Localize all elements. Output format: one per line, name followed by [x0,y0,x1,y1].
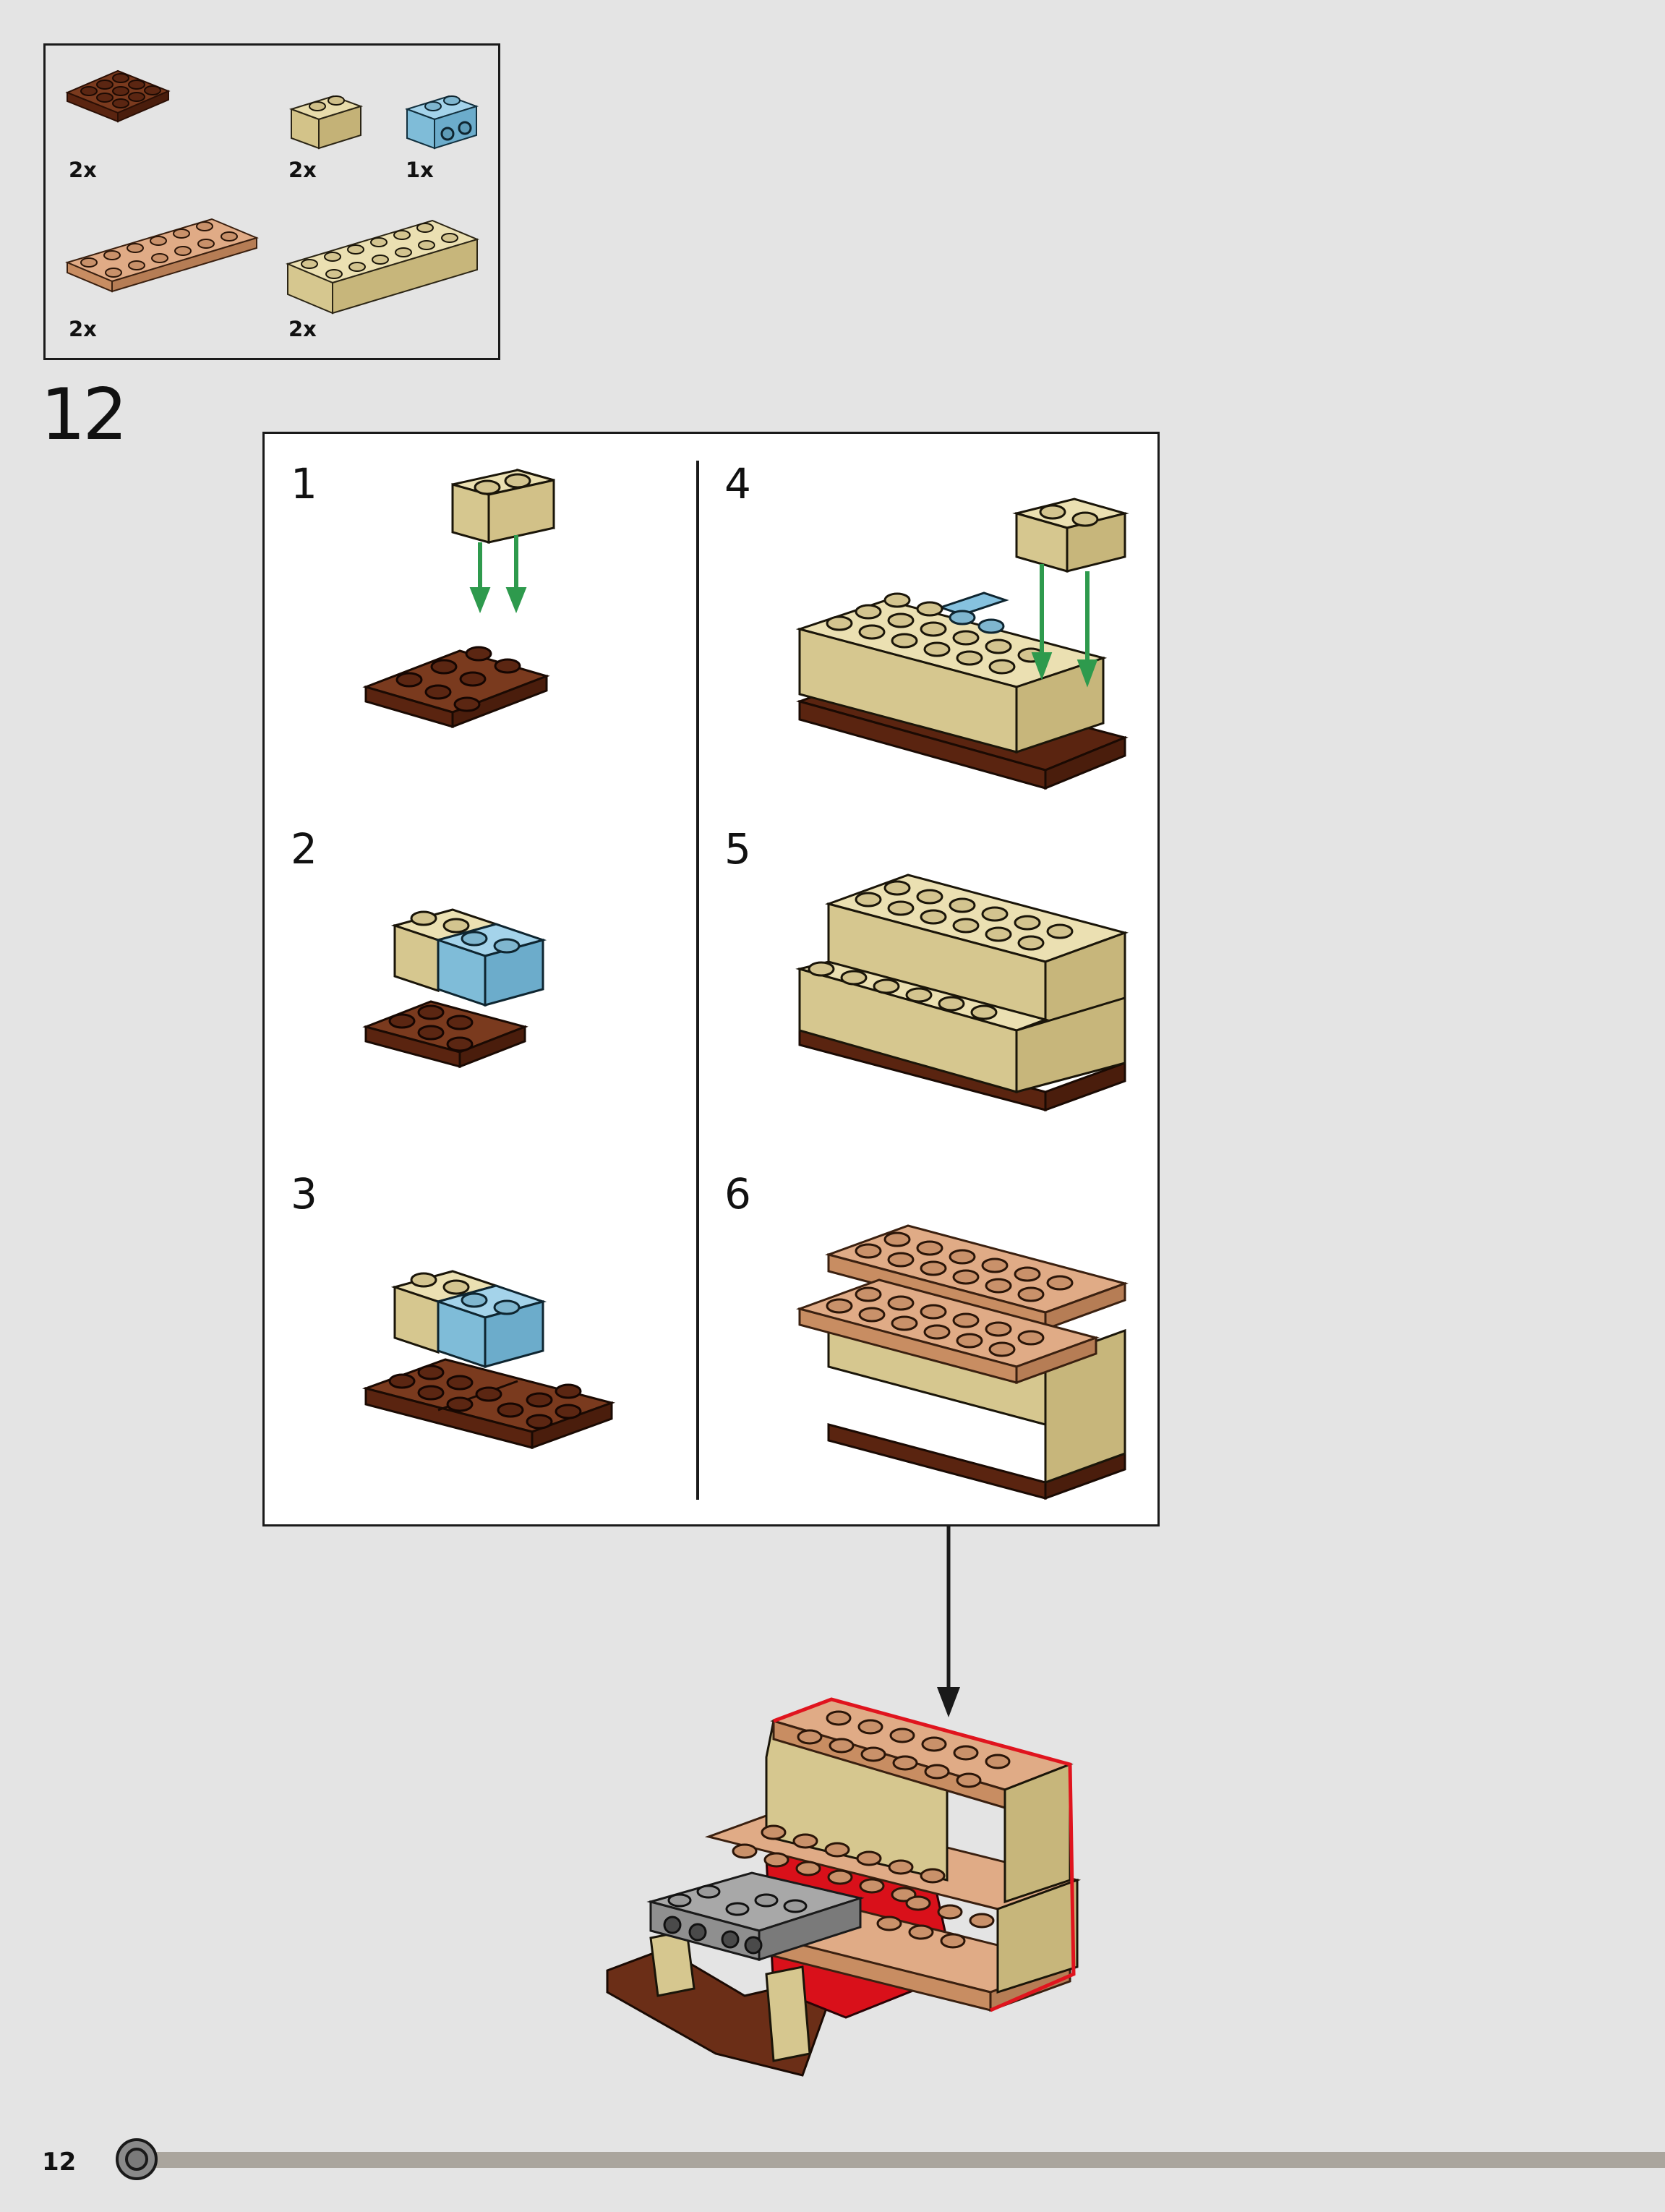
substep-number: 5 [724,828,751,870]
part-quantity: 2x [288,158,317,182]
substep-2-illustration [344,897,669,1085]
substep-divider [696,461,699,1500]
part-brick-1x2-tan [291,89,371,154]
step-number: 12 [40,380,125,450]
progress-indicator-icon [116,2138,158,2180]
substep-6-illustration [785,1200,1139,1504]
part-brick-2x6-tan [288,212,483,313]
substep-number: 6 [724,1173,751,1215]
substep-number: 2 [291,828,317,870]
part-plate-2x3-reddish-brown [67,64,190,121]
progress-bar [116,2152,1665,2168]
part-quantity: 2x [288,317,317,341]
substep-number: 4 [724,463,751,505]
part-quantity: 1x [406,158,434,182]
part-plate-2x6-medium-nougat [67,212,262,291]
substep-number: 1 [291,463,317,505]
substep-1-illustration [344,463,669,781]
substep-number: 3 [291,1173,317,1215]
part-quantity: 2x [69,158,97,182]
main-assembly-illustration [600,1670,1092,2097]
part-brick-1x2-side-studs-medium-azure [407,89,487,154]
parts-list: 2x 2x 1x 2x [43,43,500,360]
page-number: 12 [42,2148,76,2177]
substep-callout: 1 2 [262,432,1160,1526]
substep-4-illustration [800,484,1139,803]
substep-5-illustration [800,861,1139,1106]
part-quantity: 2x [69,317,97,341]
substep-3-illustration [344,1258,669,1504]
